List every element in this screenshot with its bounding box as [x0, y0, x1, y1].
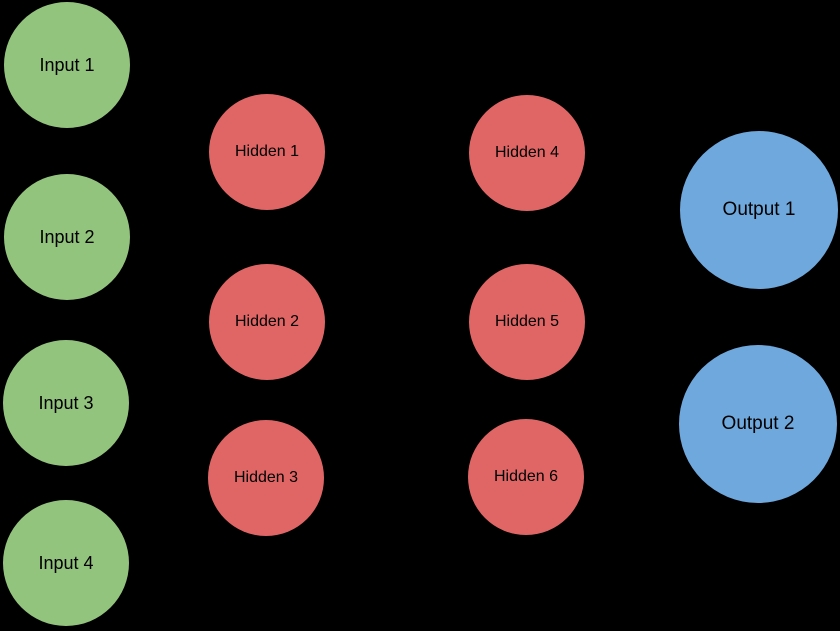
node-label: Hidden 5	[494, 313, 560, 330]
node-output-1: Output 1	[680, 131, 838, 289]
node-hidden-6: Hidden 6	[468, 419, 584, 535]
node-label: Hidden 4	[494, 144, 560, 161]
node-input-1: Input 1	[4, 2, 130, 128]
node-label: Input 4	[38, 552, 94, 573]
node-label: Input 1	[39, 54, 95, 75]
node-hidden-3: Hidden 3	[208, 420, 324, 536]
node-label: Hidden 6	[493, 468, 559, 485]
node-label: Hidden 1	[234, 143, 300, 160]
node-output-2: Output 2	[679, 345, 837, 503]
node-label: Output 1	[722, 199, 796, 220]
node-label: Hidden 3	[233, 469, 299, 486]
node-label: Input 3	[38, 392, 94, 413]
node-label: Output 2	[721, 413, 795, 434]
node-label: Hidden 2	[234, 313, 300, 330]
node-input-2: Input 2	[4, 174, 130, 300]
node-label: Input 2	[39, 226, 95, 247]
node-input-4: Input 4	[3, 500, 129, 626]
node-input-3: Input 3	[3, 340, 129, 466]
node-hidden-5: Hidden 5	[469, 264, 585, 380]
node-hidden-4: Hidden 4	[469, 95, 585, 211]
node-hidden-1: Hidden 1	[209, 94, 325, 210]
node-hidden-2: Hidden 2	[209, 264, 325, 380]
